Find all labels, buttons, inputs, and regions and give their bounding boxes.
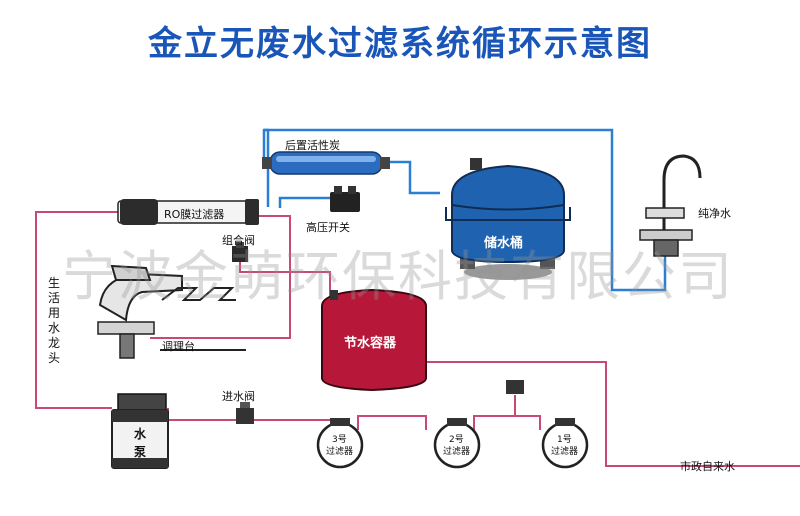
- pipe-to-faucet: [264, 128, 667, 292]
- post-carbon-filter-shape: [262, 151, 390, 175]
- check-valve-shape: [506, 380, 524, 394]
- label-inlet-valve: 进水阀: [222, 390, 255, 403]
- label-filter2-name: 过滤器: [443, 447, 471, 457]
- label-storage-tank: 储水桶: [484, 236, 524, 251]
- label-post-carbon: 后置活性炭: [285, 139, 340, 152]
- inlet-valve-shape: [236, 402, 254, 424]
- pump-shape: [111, 393, 169, 469]
- label-filter1-name: 过滤器: [551, 447, 579, 457]
- pipe-ro-to-pump: [35, 211, 118, 409]
- label-ro-filter: RO膜过滤器: [164, 208, 225, 221]
- high-pressure-switch-shape: [330, 186, 360, 212]
- label-filter3-name: 过滤器: [326, 447, 354, 457]
- pipe-f3-f2: [357, 415, 427, 430]
- label-saving-container: 节水容器: [344, 336, 397, 351]
- pipe-container-to-filters: [420, 361, 800, 467]
- label-pump-bottom: 泵: [134, 445, 147, 459]
- label-combo-valve: 组合阀: [222, 234, 255, 247]
- water-saving-container-shape: [321, 288, 427, 392]
- label-pure-water: 纯净水: [698, 207, 731, 220]
- label-filter3-num: 3号: [332, 435, 347, 445]
- living-faucet-shape: [97, 264, 183, 359]
- label-city-water: 市政自来水: [680, 460, 735, 473]
- pipe-switch: [278, 196, 330, 208]
- label-high-pressure-switch: 高压开关: [306, 221, 350, 234]
- combo-valve-shape: [232, 242, 248, 262]
- storage-tank-shape: [445, 158, 571, 280]
- page-title: 金立无废水过滤系统循环示意图: [148, 24, 652, 64]
- ro-membrane-shape: [117, 199, 259, 225]
- filter-3-shape: [316, 418, 364, 469]
- label-pump-top: 水: [134, 427, 147, 441]
- filter-2-shape: [433, 418, 481, 469]
- pure-water-faucet-shape: [639, 154, 702, 257]
- filter-1-shape: [541, 418, 589, 469]
- pipe-f2-f1: [473, 415, 541, 430]
- company-watermark: 宁波金萌环保科技有限公司: [62, 245, 734, 308]
- label-living-faucet: 生活用水龙头: [48, 276, 61, 365]
- pipe-ro-to-faucet: [150, 215, 291, 339]
- pipe-carbon-to-tank: [390, 160, 440, 195]
- label-adjust-table: 调理台: [162, 340, 195, 353]
- counter-table-shape: [160, 287, 246, 351]
- pipe-combo-to-container: [239, 262, 331, 300]
- label-filter2-num: 2号: [449, 435, 464, 445]
- label-filter1-num: 1号: [557, 435, 572, 445]
